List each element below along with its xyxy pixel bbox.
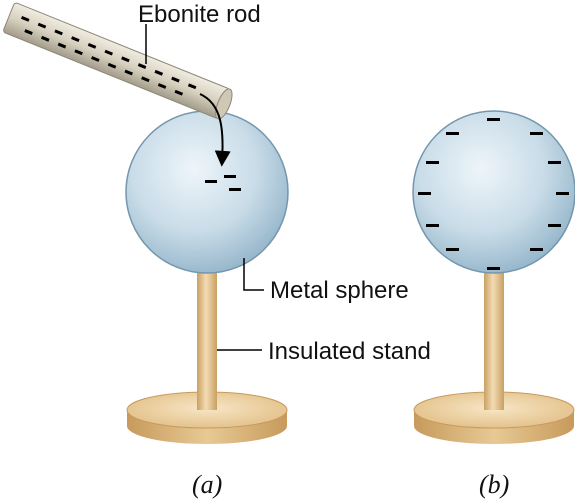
charge-b-5 (548, 161, 561, 164)
transfer-arrow (199, 93, 231, 167)
panel-a-label: (a) (192, 470, 222, 499)
charge-b-3 (530, 132, 543, 135)
stand-label: Insulated stand (268, 338, 431, 365)
charge-a-1 (205, 180, 217, 183)
charges-a (205, 175, 241, 191)
sphere-label: Metal sphere (270, 277, 409, 304)
charge-b-2 (446, 132, 459, 135)
charge-b-8 (426, 224, 439, 227)
metal-sphere-b (412, 110, 575, 274)
charge-b-11 (530, 248, 543, 251)
charges-b (418, 118, 569, 270)
panel-b: (b) (412, 110, 575, 499)
charge-b-6 (418, 192, 431, 195)
rod-charges (20, 15, 197, 96)
charge-b-7 (556, 192, 569, 195)
rod-label: Ebonite rod (138, 1, 261, 28)
metal-sphere-a (125, 110, 289, 274)
charge-b-10 (446, 248, 459, 251)
stand-pole-b (484, 268, 504, 410)
stand-pole-a (197, 268, 217, 410)
sphere-leader-line (243, 258, 264, 291)
charge-b-12 (487, 267, 500, 270)
charge-b-9 (548, 224, 561, 227)
panel-a: Ebonite rod Metal sphere Insulated stand… (3, 1, 431, 499)
charge-a-3 (229, 188, 241, 191)
ebonite-rod (3, 2, 233, 120)
panel-b-label: (b) (479, 470, 509, 499)
charge-b-1 (487, 118, 500, 121)
charge-b-4 (426, 161, 439, 164)
charge-a-2 (224, 175, 236, 178)
